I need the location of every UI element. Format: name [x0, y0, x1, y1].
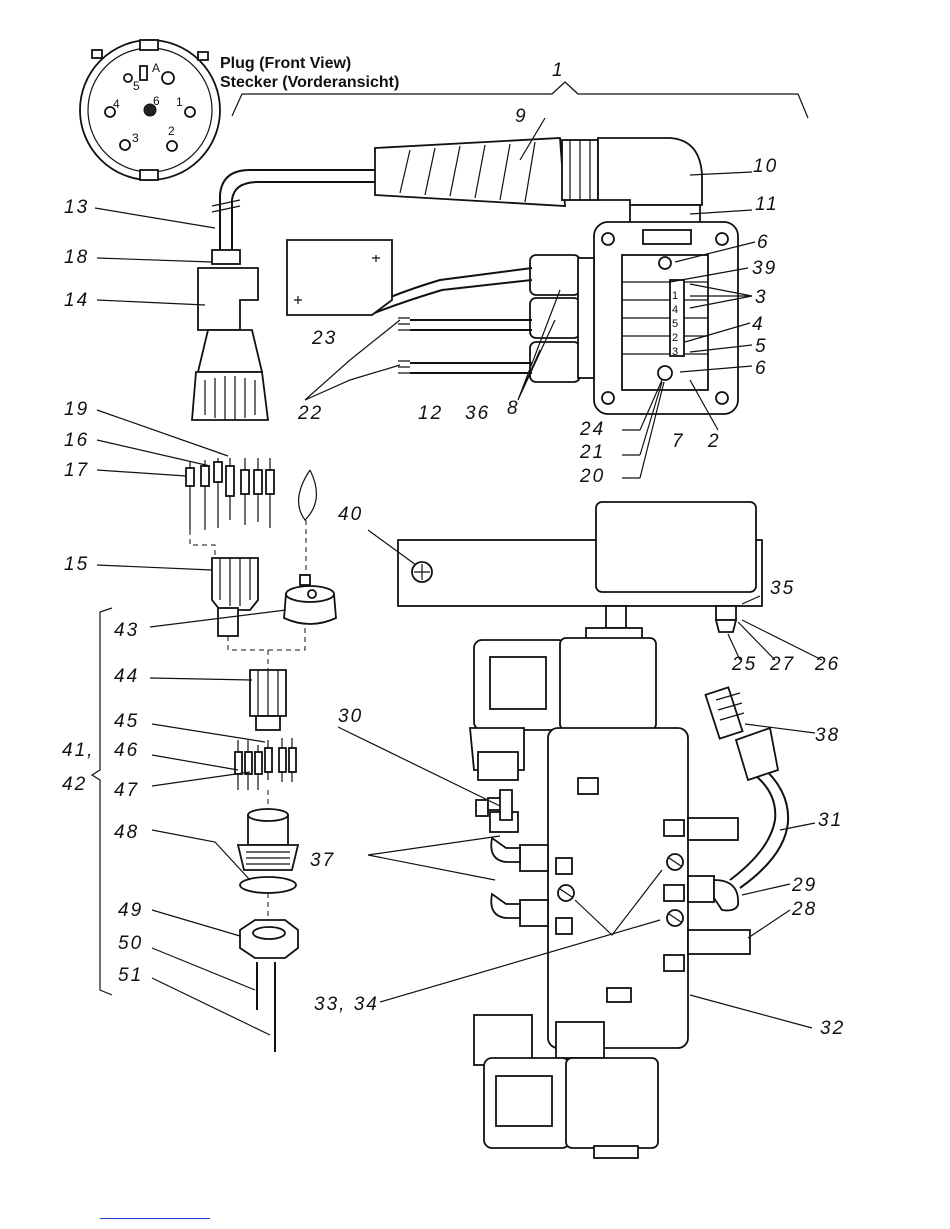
callout-45: 45	[114, 711, 139, 732]
callout-5: 5	[755, 336, 768, 357]
callout-26: 26	[814, 654, 840, 675]
hose-31-sensor-38	[705, 687, 788, 888]
callout-46: 46	[114, 740, 139, 761]
callout-12: 12	[418, 403, 443, 424]
callout-51: 51	[118, 965, 143, 986]
callout-21: 21	[579, 442, 605, 463]
callout-13: 13	[64, 197, 89, 218]
callout-7: 7	[672, 431, 685, 452]
footer-link-underline	[100, 1218, 210, 1219]
plug-pin-1	[185, 107, 195, 117]
callout-20: 20	[579, 466, 605, 487]
terminal-label-2: 2	[672, 332, 678, 344]
callout-50: 50	[118, 933, 143, 954]
plug-front-view: 5 A 4 6 1 3 2	[80, 40, 220, 180]
strap-loop	[299, 470, 317, 520]
pin-label-5: 5	[133, 79, 140, 93]
terminal-label-5: 5	[672, 318, 678, 330]
callout-29: 29	[791, 875, 817, 896]
callout-8: 8	[507, 398, 520, 419]
plug-pin-2	[167, 141, 177, 151]
fittings-right-28-29	[688, 818, 750, 954]
callout-24: 24	[579, 419, 605, 440]
callout-9: 9	[515, 106, 528, 127]
pin-label-4: 4	[113, 97, 120, 111]
callout-47: 47	[114, 780, 139, 801]
callout-39: 39	[752, 258, 777, 279]
valve-body-32	[548, 728, 688, 1048]
callout-1: 1	[552, 60, 565, 81]
callout-2: 2	[707, 431, 721, 452]
cable-glands-8	[530, 255, 594, 382]
callout-22: 22	[297, 403, 323, 424]
pin-label-6: 6	[153, 94, 160, 108]
cable-connector-9	[375, 138, 598, 206]
insert-44	[250, 670, 286, 730]
plug-pin-5	[124, 74, 132, 82]
callout-16: 16	[64, 430, 89, 451]
callout-25: 25	[731, 654, 757, 675]
callout-35: 35	[770, 578, 795, 599]
title-plug-front-view: Plug (Front View)	[220, 55, 351, 72]
pin-contacts-45-46-47	[235, 738, 296, 790]
callout-33-34: 33, 34	[314, 994, 379, 1015]
pin-contacts-16-17-19	[186, 458, 274, 530]
callout-31: 31	[818, 810, 843, 831]
callout-43: 43	[114, 620, 139, 641]
callout-30: 30	[338, 706, 363, 727]
callout-48: 48	[114, 822, 139, 843]
cap-43	[284, 575, 336, 624]
callout-32: 32	[820, 1018, 845, 1039]
callout-18: 18	[64, 247, 89, 268]
housing-48	[238, 809, 298, 893]
callout-23: 23	[311, 328, 337, 349]
plug-pin-3	[120, 140, 130, 150]
callout-49: 49	[118, 900, 143, 921]
terminal-label-4: 4	[672, 304, 678, 316]
pin-label-a: A	[152, 61, 160, 75]
callout-40: 40	[338, 504, 363, 525]
title-stecker-vorderansicht: Stecker (Vorderansicht)	[220, 74, 399, 91]
plug-body-14	[192, 250, 268, 420]
pin-label-3: 3	[132, 131, 139, 145]
callout-10: 10	[753, 156, 778, 177]
pin-label-2: 2	[168, 124, 175, 138]
callout-17: 17	[64, 460, 89, 481]
callout-11: 11	[755, 194, 779, 215]
nut-49	[240, 920, 298, 958]
callout-42: 42	[62, 774, 87, 795]
mounting-plate	[398, 502, 762, 632]
callout-38: 38	[815, 725, 840, 746]
callout-4: 4	[752, 314, 765, 335]
callout-37: 37	[310, 850, 335, 871]
callout-27: 27	[769, 654, 795, 675]
callout-36: 36	[465, 403, 490, 424]
callout-6-top: 6	[757, 232, 770, 253]
callout-15: 15	[64, 554, 89, 575]
pin-label-1: 1	[176, 95, 183, 109]
callout-44: 44	[114, 666, 139, 687]
plug-pin-a	[162, 72, 174, 84]
bracket-41-42	[92, 608, 112, 995]
callout-14: 14	[64, 290, 89, 311]
callout-28: 28	[791, 899, 817, 920]
callout-41: 41,	[62, 740, 94, 761]
angle-connector-10	[598, 138, 702, 225]
callout-3: 3	[755, 287, 768, 308]
terminal-box-2: 1 4 5 2 3	[594, 222, 738, 414]
terminal-label-1: 1	[672, 290, 678, 302]
terminal-label-3: 3	[672, 346, 678, 358]
callout-19: 19	[64, 399, 89, 420]
module-23	[287, 240, 392, 315]
callout-6-bottom: 6	[755, 358, 768, 379]
insert-15	[212, 558, 258, 636]
cable-to-23	[372, 268, 532, 305]
